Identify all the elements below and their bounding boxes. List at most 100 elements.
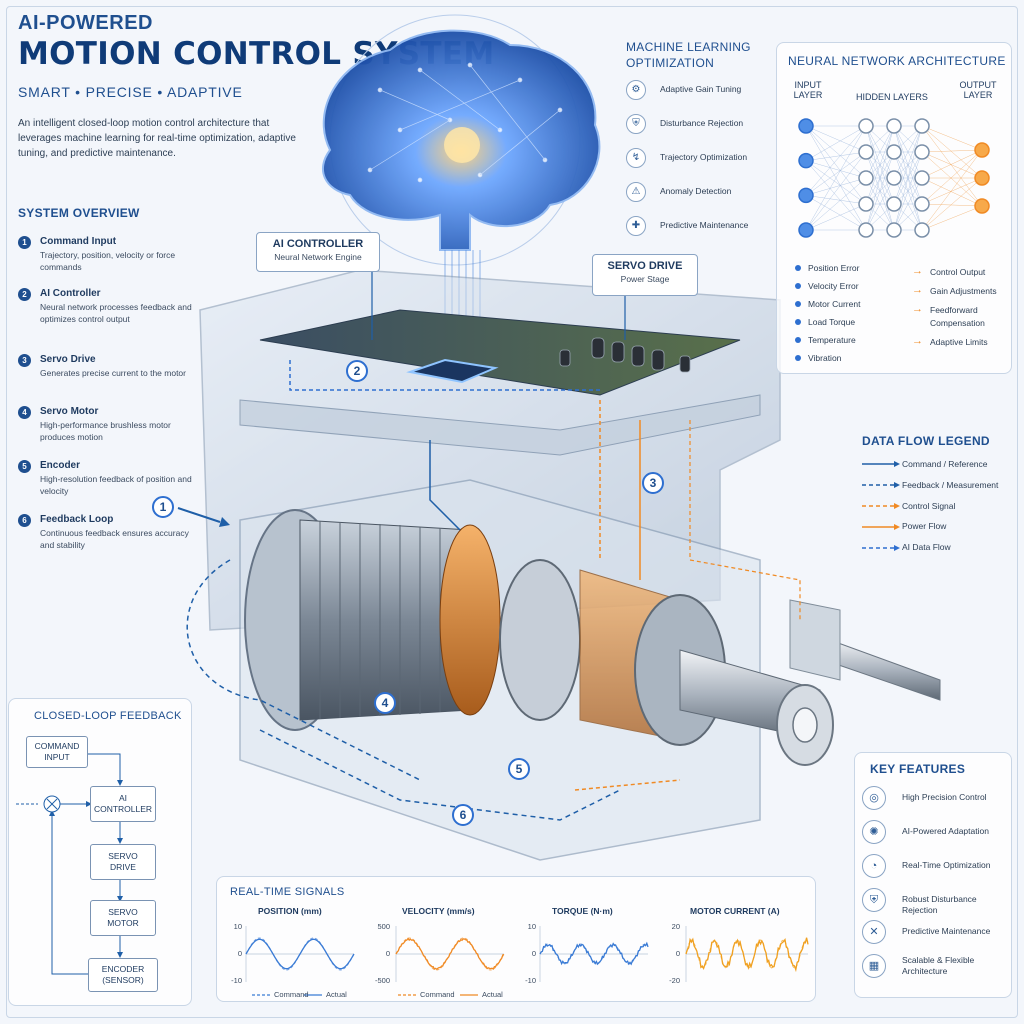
shield-icon: ⛨ (862, 888, 886, 912)
nn-node (858, 196, 874, 212)
nn-connection (865, 177, 895, 231)
signal-actual-line (539, 941, 649, 966)
feature-label: Robust Disturbance Rejection (902, 894, 977, 915)
nn-connection (805, 160, 867, 179)
signal-tick: -10 (231, 976, 242, 985)
feedback-line (186, 559, 421, 781)
signal-tick: -20 (669, 976, 680, 985)
legend-arrow (894, 482, 900, 488)
nn-input-label-l2: LAYER (793, 90, 823, 100)
nn-connection (921, 149, 983, 153)
cl-label: COMMAND (34, 741, 80, 751)
closed-loop-title: CLOSED-LOOP FEEDBACK (34, 710, 182, 722)
signal-tick: 500 (377, 922, 390, 931)
signal-tick: 0 (237, 949, 242, 958)
nn-connection (893, 151, 923, 231)
command-arrow (177, 507, 221, 523)
legend-arrow (894, 524, 900, 530)
nn-node (858, 118, 874, 134)
data-flow-item: Feedback / Measurement (902, 480, 999, 490)
nn-connection (805, 195, 867, 231)
ml-item-label: Anomaly Detection (660, 186, 732, 196)
nn-connection (921, 205, 983, 231)
feature-item: ✕ Predictive Maintenance (862, 920, 1012, 946)
nn-connection (805, 151, 867, 161)
step-number: 6 (18, 514, 31, 527)
cl-label: (SENSOR) (102, 975, 144, 985)
nn-connection (921, 125, 983, 151)
signal-tick: 10 (527, 922, 536, 931)
ml-item-label: Disturbance Rejection (660, 118, 744, 128)
ml-item: ✚ Predictive Maintenance (626, 216, 776, 238)
nn-node (914, 118, 930, 134)
nn-connection (805, 160, 867, 205)
signal-tick: -10 (525, 976, 536, 985)
nn-output-label: OUTPUT LAYER (956, 80, 1000, 100)
closed-loop-lines (16, 753, 123, 975)
badge-ai-controller: 2 (346, 360, 368, 382)
nn-output-item: Adaptive Limits (912, 335, 988, 347)
signal-actual-line (685, 937, 809, 973)
data-flow-swatches (862, 461, 900, 551)
feature-label: AI-Powered Adaptation (902, 826, 989, 836)
cl-encoder: ENCODER(SENSOR) (88, 958, 158, 992)
ml-item: ↯ Trajectory Optimization (626, 148, 776, 170)
signal-chart-title: VELOCITY (mm/s) (402, 906, 475, 916)
signal-tick: 0 (385, 949, 390, 958)
feature-item: ✺ AI-Powered Adaptation (862, 820, 1012, 846)
badge-feedback-loop: 6 (452, 804, 474, 826)
nn-input-item: Vibration (794, 353, 842, 363)
nn-input-item: Velocity Error (795, 281, 859, 291)
signal-actual-line (395, 937, 505, 971)
features-title: KEY FEATURES (870, 762, 966, 776)
nn-node (914, 222, 930, 238)
nn-connection (921, 151, 983, 179)
nn-node (886, 170, 902, 186)
nn-node (798, 222, 814, 238)
nn-connection (893, 177, 923, 231)
legend-actual: Actual (482, 990, 503, 999)
nn-output-item: Compensation (930, 318, 985, 328)
signal-chart-title: TORQUE (N·m) (552, 906, 613, 916)
signals-title: REAL-TIME SIGNALS (230, 886, 345, 898)
feature-label: Predictive Maintenance (902, 926, 991, 936)
data-flow-item: Control Signal (902, 501, 956, 511)
nn-connection (805, 160, 867, 231)
feature-label: Scalable & Flexible Architecture (902, 955, 975, 976)
nn-node (798, 118, 814, 134)
nn-connection (865, 125, 895, 231)
feature-label: Real-Time Optimization (902, 860, 991, 870)
cl-label: AI (118, 793, 128, 803)
signal-tick: 0 (675, 949, 680, 958)
wrench-icon: ✚ (626, 216, 646, 236)
cl-label: DRIVE (110, 862, 136, 872)
nn-connection (805, 125, 867, 196)
signal-tick: 20 (671, 922, 680, 931)
step-title: Feedback Loop (40, 514, 114, 525)
nn-connection (865, 125, 895, 205)
callout-subtitle: Power Stage (620, 274, 670, 284)
step-number: 4 (18, 406, 31, 419)
nn-connection (921, 177, 983, 231)
step-desc: Trajectory, position, velocity or force … (40, 250, 176, 272)
nn-node (974, 142, 990, 158)
nn-connection (893, 125, 923, 205)
step-title: Servo Motor (40, 406, 99, 417)
nn-connection (805, 125, 867, 179)
nn-node (886, 144, 902, 160)
nn-diagram (798, 118, 990, 238)
overview-title: SYSTEM OVERVIEW (18, 206, 140, 220)
cl-label: SERVO (108, 907, 138, 917)
nn-input-label-l1: INPUT (794, 80, 822, 90)
feature-item: ⛨ Robust Disturbance Rejection (862, 888, 1012, 915)
signal-tick: -500 (374, 976, 390, 985)
nn-node (858, 222, 874, 238)
ml-item: ⛨ Disturbance Rejection (626, 114, 776, 136)
controller-pcb (259, 309, 741, 396)
feature-item: ▦ Scalable & Flexible Architecture (862, 954, 1012, 980)
signal-chart-title: MOTOR CURRENT (A) (690, 906, 780, 916)
nn-hidden-label: HIDDEN LAYERS (856, 92, 928, 102)
nn-connection (921, 177, 983, 207)
